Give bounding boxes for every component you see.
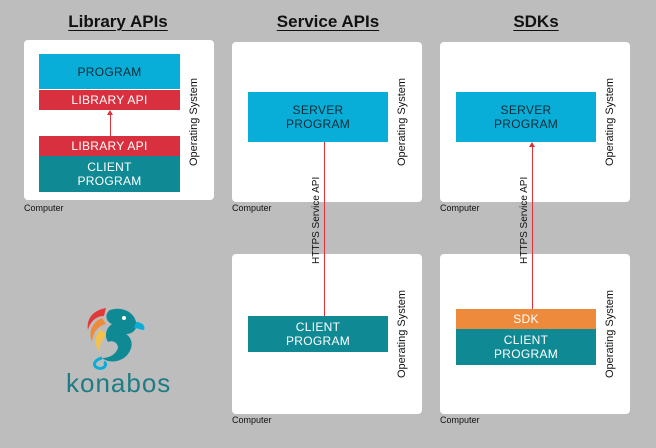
- library-api-bottom-box: LIBRARY API: [39, 136, 180, 156]
- library-computer-label: Computer: [24, 203, 64, 213]
- sdk-server-program-box: SERVER PROGRAM: [456, 92, 596, 142]
- sdk-arrow-head: [529, 142, 535, 147]
- service-client-line1: CLIENT: [295, 320, 341, 334]
- library-arrow-head: [107, 110, 113, 115]
- service-client-computer: CLIENT PROGRAM Operating System: [232, 254, 422, 414]
- service-client-program-box: CLIENT PROGRAM: [248, 316, 388, 352]
- library-apis-title: Library APIs: [68, 12, 168, 31]
- client-program-line1: CLIENT: [87, 160, 132, 174]
- service-apis-title: Service APIs: [276, 12, 380, 31]
- sdk-https-line1: HTTPS: [519, 231, 530, 264]
- sdk-client-program-box: CLIENT PROGRAM: [456, 329, 596, 365]
- service-client-line2: PROGRAM: [285, 334, 351, 348]
- sdk-label: SDK: [513, 312, 539, 326]
- sdk-client-computer: SDK CLIENT PROGRAM Operating System: [440, 254, 630, 414]
- service-https-link-line: [324, 142, 325, 316]
- service-https-line2: Service API: [311, 176, 322, 229]
- library-os-label: Operating System: [188, 77, 200, 167]
- sdk-client-line2: PROGRAM: [493, 347, 559, 361]
- service-server-computer-label: Computer: [232, 203, 272, 213]
- library-computer: PROGRAM LIBRARY API LIBRARY API CLIENT P…: [24, 40, 214, 200]
- seahorse-logo-icon: [76, 300, 156, 370]
- library-api-top-box: LIBRARY API: [39, 90, 180, 110]
- sdks-title: SDKs: [513, 12, 559, 31]
- service-server-line1: SERVER: [292, 103, 344, 117]
- sdk-box: SDK: [456, 309, 596, 329]
- sdk-server-os-label: Operating System: [604, 77, 616, 167]
- sdk-server-line1: SERVER: [500, 103, 552, 117]
- sdk-server-computer: SERVER PROGRAM Operating System: [440, 42, 630, 202]
- service-server-program-box: SERVER PROGRAM: [248, 92, 388, 142]
- sdk-https-label: HTTPS Service API: [519, 177, 530, 264]
- service-client-os-label: Operating System: [396, 289, 408, 379]
- service-server-computer: SERVER PROGRAM Operating System: [232, 42, 422, 202]
- library-api-top-label: LIBRARY API: [71, 93, 148, 107]
- sdk-https-link-line: [532, 146, 533, 309]
- sdk-server-computer-label: Computer: [440, 203, 480, 213]
- service-https-label: HTTPS Service API: [311, 177, 322, 264]
- sdk-client-line1: CLIENT: [503, 333, 549, 347]
- service-client-computer-label: Computer: [232, 415, 272, 425]
- service-https-line1: HTTPS: [311, 231, 322, 264]
- client-program-line2: PROGRAM: [77, 174, 142, 188]
- sdk-client-computer-label: Computer: [440, 415, 480, 425]
- library-api-bottom-label: LIBRARY API: [71, 139, 148, 153]
- sdk-https-line2: Service API: [519, 176, 530, 229]
- program-box: PROGRAM: [39, 54, 180, 89]
- service-server-os-label: Operating System: [396, 77, 408, 167]
- library-arrow-line: [110, 114, 111, 136]
- program-label: PROGRAM: [77, 64, 142, 79]
- service-server-line2: PROGRAM: [285, 117, 351, 131]
- sdk-server-line2: PROGRAM: [493, 117, 559, 131]
- logo-text: konabos: [66, 368, 172, 398]
- sdk-client-os-label: Operating System: [604, 289, 616, 379]
- client-program-box: CLIENT PROGRAM: [39, 156, 180, 192]
